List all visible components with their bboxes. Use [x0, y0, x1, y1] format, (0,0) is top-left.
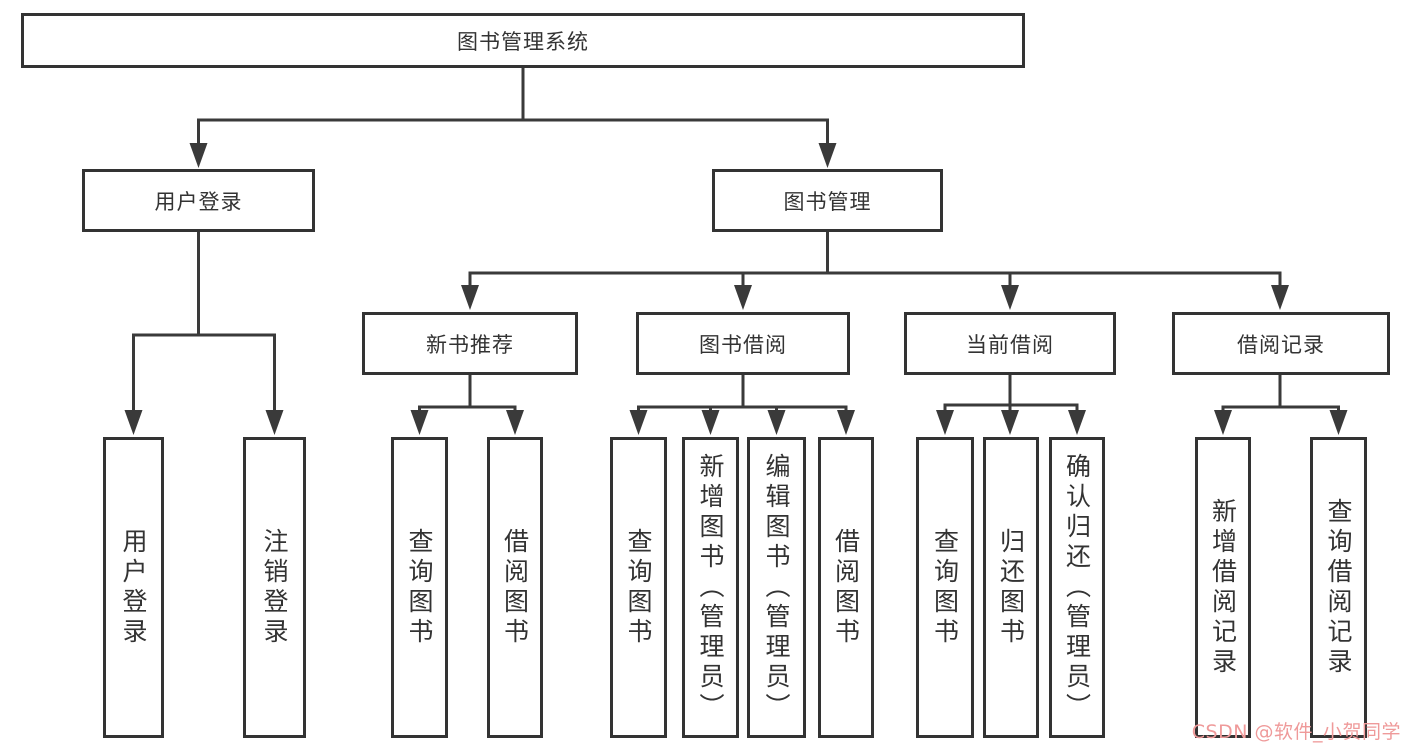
- node-leaf-query-borrow-record: 查询借阅记录: [1310, 437, 1367, 738]
- leaf-label: 查询借阅记录: [1324, 497, 1353, 678]
- leaf-label: 查询图书: [405, 527, 434, 648]
- node-book-management: 图书管理: [712, 169, 943, 232]
- node-leaf-query-books-2: 查询图书: [610, 437, 667, 738]
- node-leaf-query-books-1: 查询图书: [391, 437, 448, 738]
- leaf-label: 确认归还（管理员）: [1062, 452, 1092, 723]
- node-root-library-system: 图书管理系统: [21, 13, 1025, 68]
- node-leaf-confirm-return-admin: 确认归还（管理员）: [1049, 437, 1105, 738]
- node-user-login: 用户登录: [82, 169, 315, 232]
- leaf-label: 归还图书: [996, 527, 1026, 648]
- leaf-label: 新增图书（管理员）: [696, 452, 725, 723]
- leaf-label: 借阅图书: [500, 527, 530, 648]
- leaf-label: 新增借阅记录: [1208, 497, 1238, 678]
- node-leaf-borrow-books-2: 借阅图书: [818, 437, 874, 738]
- node-new-book-recommend: 新书推荐: [362, 312, 578, 375]
- leaf-label: 用户登录: [119, 527, 148, 648]
- node-leaf-add-books-admin: 新增图书（管理员）: [682, 437, 739, 738]
- node-leaf-add-borrow-record: 新增借阅记录: [1195, 437, 1251, 738]
- leaf-label: 查询图书: [930, 527, 960, 648]
- node-leaf-query-books-3: 查询图书: [916, 437, 974, 738]
- node-leaf-return-books: 归还图书: [983, 437, 1039, 738]
- leaf-label: 编辑图书（管理员）: [762, 452, 791, 723]
- node-leaf-logout: 注销登录: [243, 437, 306, 738]
- leaf-label: 注销登录: [260, 527, 289, 648]
- node-leaf-user-login: 用户登录: [103, 437, 164, 738]
- node-current-borrowing: 当前借阅: [904, 312, 1116, 375]
- leaf-label: 查询图书: [624, 527, 653, 648]
- node-borrowing-records: 借阅记录: [1172, 312, 1390, 375]
- leaf-label: 借阅图书: [831, 527, 861, 648]
- node-leaf-borrow-books-1: 借阅图书: [487, 437, 543, 738]
- node-book-borrowing: 图书借阅: [636, 312, 850, 375]
- watermark: CSDN @软件_小贺同学: [1191, 721, 1401, 743]
- node-leaf-edit-books-admin: 编辑图书（管理员）: [747, 437, 806, 738]
